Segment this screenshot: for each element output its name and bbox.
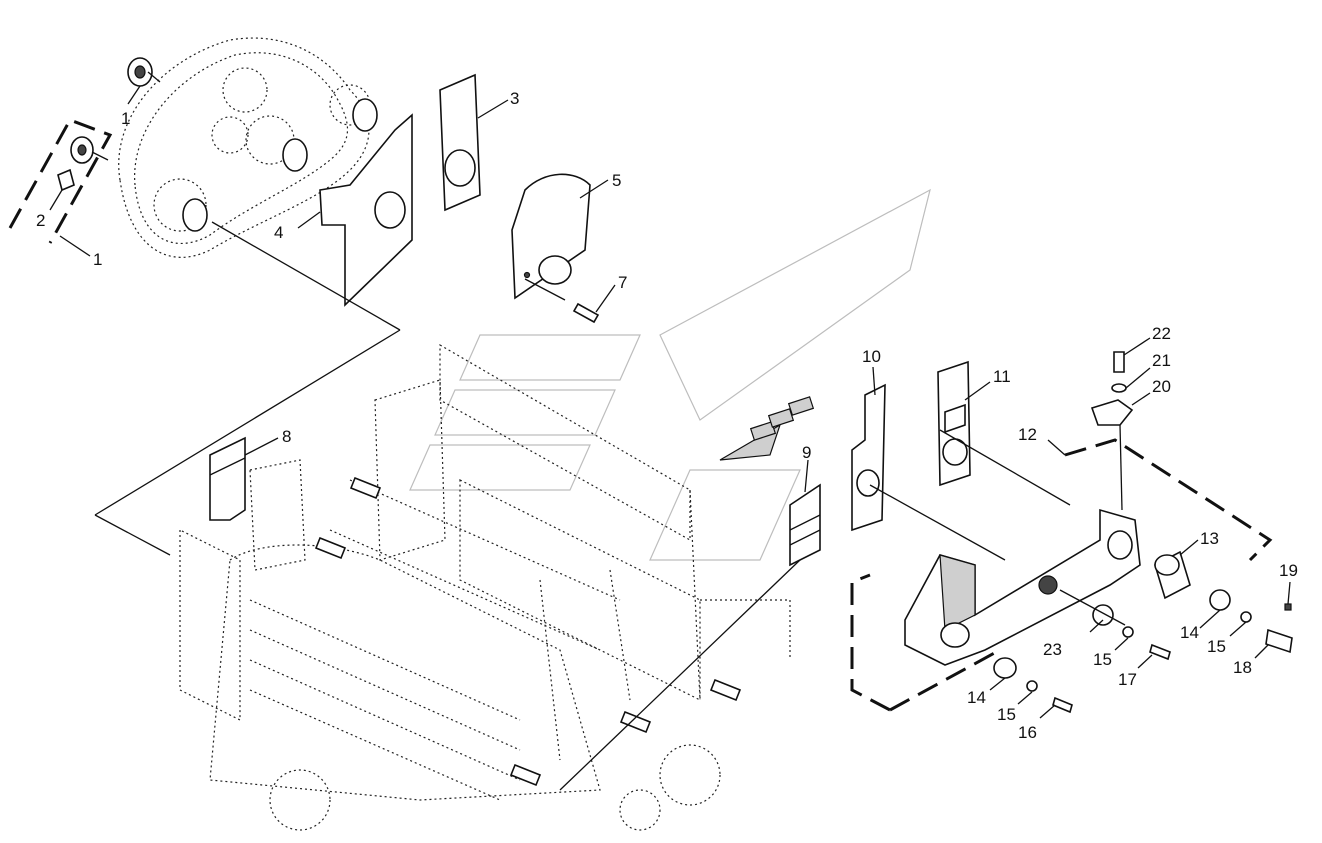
callout-18: 18	[1233, 658, 1252, 677]
watermark-logo	[409, 188, 931, 561]
drive-housing	[118, 37, 378, 258]
callout-1-kit: 1	[93, 250, 102, 269]
callout-10: 10	[862, 347, 881, 366]
callout-17: 17	[1118, 670, 1137, 689]
callout-19: 19	[1279, 561, 1298, 580]
callout-16: 16	[1018, 723, 1037, 742]
cover-5	[511, 173, 591, 300]
leader-lines	[49, 71, 1291, 791]
callout-21: 21	[1152, 351, 1171, 370]
callout-15-left: 15	[997, 705, 1016, 724]
bracket-9	[789, 483, 821, 567]
hardware	[993, 351, 1293, 714]
callout-20: 20	[1152, 377, 1171, 396]
cover-plate-3	[439, 73, 481, 212]
callout-22: 22	[1152, 324, 1171, 343]
callout-labels: 1 1 2 3 4 5 7 8 9 10 11 12 13 14 14 15 1…	[36, 89, 1298, 742]
callout-1-top: 1	[121, 109, 130, 128]
callout-13: 13	[1200, 529, 1219, 548]
callout-14-left: 14	[967, 688, 986, 707]
callout-9: 9	[802, 443, 811, 462]
machine-frame	[179, 343, 815, 831]
callout-23: 23	[1043, 640, 1062, 659]
callout-2: 2	[36, 211, 45, 230]
callout-4: 4	[274, 223, 283, 242]
callout-5: 5	[612, 171, 621, 190]
bolt-7	[572, 302, 600, 324]
callout-7: 7	[618, 273, 627, 292]
plate-8	[209, 436, 246, 521]
callout-15-right: 15	[1207, 637, 1226, 656]
callout-14-right: 14	[1180, 623, 1199, 642]
callout-3: 3	[510, 89, 519, 108]
callout-15-mid: 15	[1093, 650, 1112, 669]
callout-12: 12	[1018, 425, 1037, 444]
plate-4	[319, 113, 413, 307]
plate-11	[937, 360, 971, 487]
plate-10	[851, 383, 886, 532]
kit-group-12	[850, 438, 1273, 712]
support-beam-12	[904, 508, 1141, 666]
kit-group-1	[8, 118, 113, 244]
bushing-13	[1154, 550, 1191, 600]
callout-11: 11	[993, 367, 1011, 386]
callout-8: 8	[282, 427, 291, 446]
